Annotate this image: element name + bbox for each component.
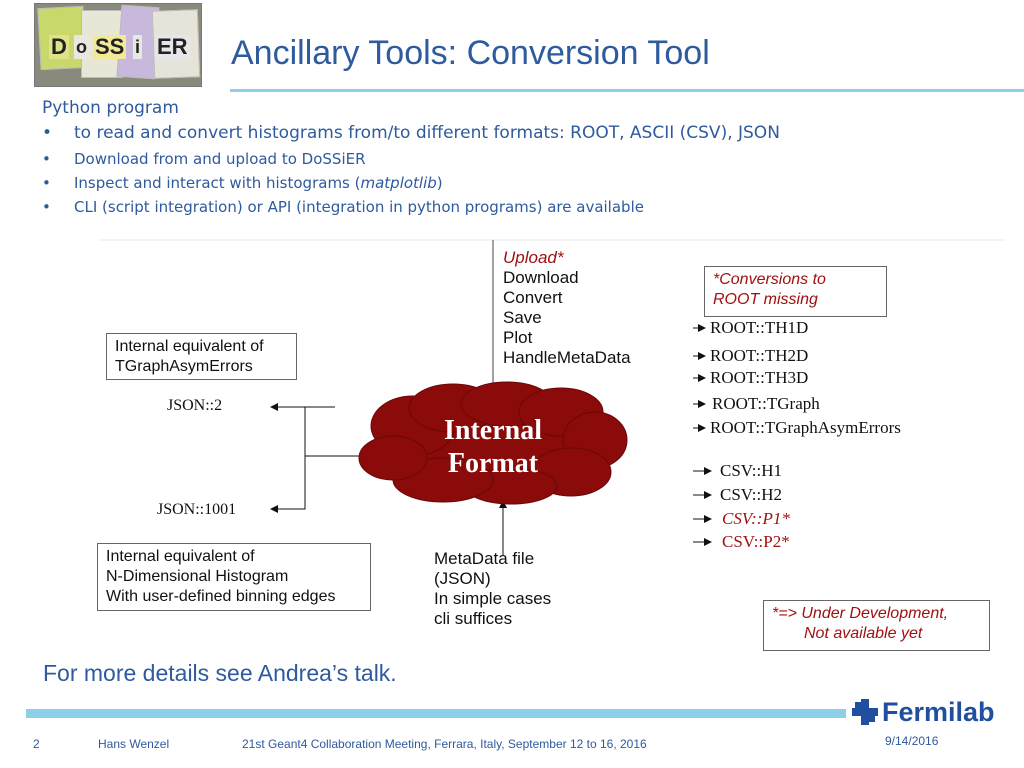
root-format: ROOT::TH3D xyxy=(710,368,809,387)
box-line: With user-defined binning edges xyxy=(106,588,336,605)
bullet-text: to read and convert histograms from/to d… xyxy=(74,123,780,143)
logo-letter: SS xyxy=(93,34,127,59)
title-divider xyxy=(230,89,1024,92)
bullet-dot: • xyxy=(42,123,53,143)
bullet-section: Python program • to read and convert his… xyxy=(42,97,780,219)
csv-format-dev: CSV::P2* xyxy=(722,532,790,551)
csv-format: CSV::H1 xyxy=(720,461,783,480)
bullet-heading: Python program xyxy=(42,98,179,118)
footer-bar xyxy=(26,709,846,718)
operations-list: Upload* Download Convert Save Plot Handl… xyxy=(503,248,631,368)
bullet-item: • CLI (script integration) or API (integ… xyxy=(42,195,780,219)
json-item: JSON::2 xyxy=(167,397,223,414)
fermilab-wordmark: Fermilab xyxy=(882,697,995,727)
tgraph-equivalent-box: Internal equivalent of TGraphAsymErrors xyxy=(106,333,297,380)
bullet-emphasis: matplotlib xyxy=(360,174,437,192)
root-format: ROOT::TH2D xyxy=(710,346,809,365)
slide-title: Ancillary Tools: Conversion Tool xyxy=(231,34,710,72)
logo-letter: o xyxy=(74,35,89,59)
logo-letter: ER xyxy=(155,34,190,59)
bullet-text: Inspect and interact with histograms ( xyxy=(74,174,361,192)
logo-letter: i xyxy=(133,35,143,59)
bullet-dot: • xyxy=(42,174,51,192)
box-line: Internal equivalent of xyxy=(106,548,255,565)
conversions-note-box: *Conversions to ROOT missing xyxy=(704,266,887,317)
metadata-line: (JSON) xyxy=(434,569,491,588)
more-details-text: For more details see Andrea’s talk. xyxy=(43,660,397,686)
page-number: 2 xyxy=(33,737,40,751)
box-line: Internal equivalent of xyxy=(115,338,264,355)
note-line: *=> Under Development, xyxy=(772,605,949,622)
footer-date: 9/14/2016 xyxy=(885,734,939,748)
bullet-item: • Download from and upload to DoSSiER xyxy=(42,147,780,171)
box-line: N-Dimensional Histogram xyxy=(106,568,289,585)
box-line: TGraphAsymErrors xyxy=(115,358,253,375)
operation-item: Save xyxy=(503,308,542,327)
bullet-dot: • xyxy=(42,150,51,168)
conversion-diagram: Internal Format Upload* Download Convert… xyxy=(95,236,1010,656)
footer-author: Hans Wenzel xyxy=(98,737,170,751)
operation-item: Plot xyxy=(503,328,533,347)
fermilab-icon xyxy=(852,699,878,725)
note-line: *Conversions to xyxy=(713,271,826,288)
fermilab-logo: Fermilab xyxy=(852,697,995,728)
cloud-line: Format xyxy=(447,448,539,479)
bullet-dot: • xyxy=(42,198,51,216)
logo-letter: D xyxy=(49,34,69,59)
bullet-item: • Inspect and interact with histograms (… xyxy=(42,171,780,195)
operation-item: Convert xyxy=(503,288,563,307)
cloud-label: Internal Format xyxy=(423,414,563,480)
metadata-line: cli suffices xyxy=(434,609,513,628)
metadata-line: MetaData file xyxy=(434,549,535,568)
json-item: JSON::1001 xyxy=(157,501,237,518)
bullet-text: Download from and upload to DoSSiER xyxy=(74,150,366,168)
dev-note-box: *=> Under Development, Not available yet xyxy=(763,600,990,651)
dossier-logo: D o SS i ER xyxy=(34,3,202,87)
operation-item: Download xyxy=(503,268,579,287)
bullet-item: • to read and convert histograms from/to… xyxy=(42,119,780,147)
cloud-line: Internal xyxy=(444,415,542,446)
footer-event: 21st Geant4 Collaboration Meeting, Ferra… xyxy=(242,737,647,751)
internal-format-cloud xyxy=(358,381,628,505)
csv-format-dev: CSV::P1* xyxy=(722,509,790,528)
upload-operation: Upload* xyxy=(503,248,564,267)
metadata-line: In simple cases xyxy=(434,589,552,608)
note-line: ROOT missing xyxy=(713,291,818,308)
root-format: ROOT::TGraphAsymErrors xyxy=(710,418,901,437)
root-format: ROOT::TGraph xyxy=(712,394,820,413)
bullet-text: ) xyxy=(436,174,443,192)
diagram-graphics xyxy=(98,239,1005,556)
note-line: Not available yet xyxy=(804,625,923,642)
operation-item: HandleMetaData xyxy=(503,348,631,367)
csv-format: CSV::H2 xyxy=(720,485,783,504)
ndim-equivalent-box: Internal equivalent of N-Dimensional His… xyxy=(97,543,371,611)
bullet-text: CLI (script integration) or API (integra… xyxy=(74,198,644,216)
root-format: ROOT::TH1D xyxy=(710,318,809,337)
metadata-label: MetaData file (JSON) In simple cases cli… xyxy=(434,549,551,629)
